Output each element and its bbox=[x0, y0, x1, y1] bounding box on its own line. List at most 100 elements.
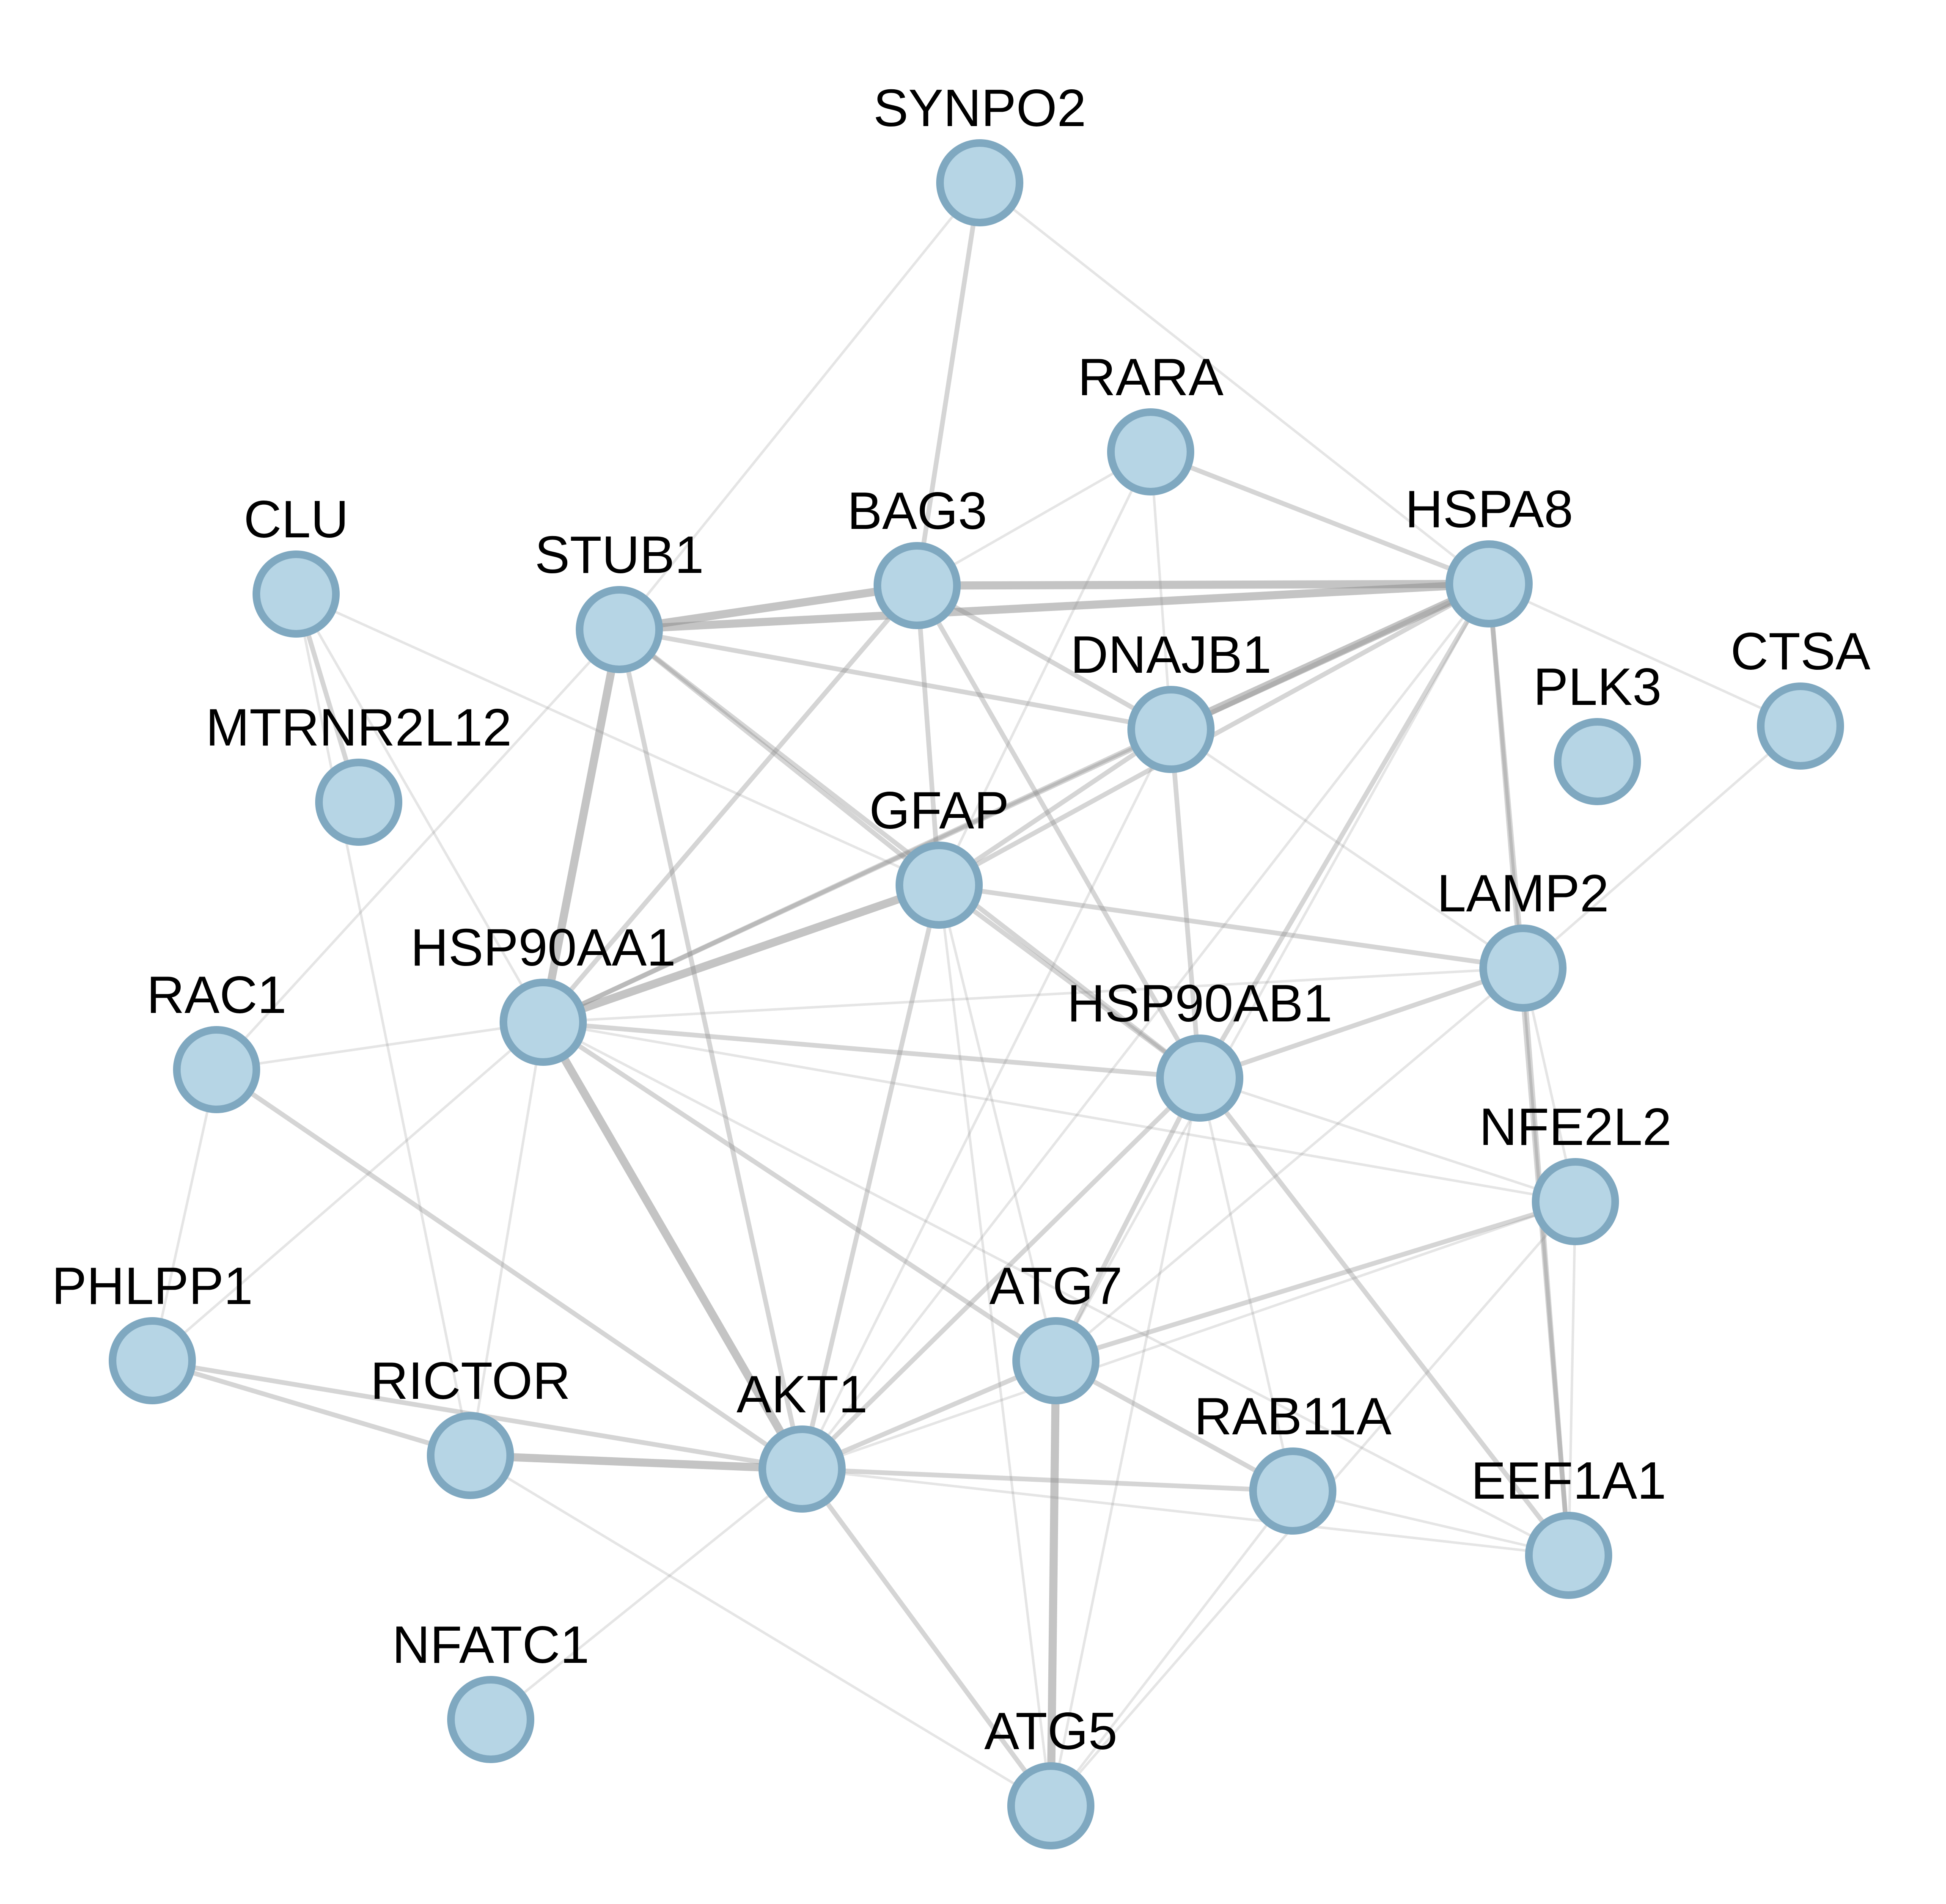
label-PLK3: PLK3 bbox=[1533, 658, 1661, 716]
label-HSPA8: HSPA8 bbox=[1405, 480, 1573, 539]
edge-BAG3-HSPA8 bbox=[913, 580, 1493, 590]
label-MTRNR2L12: MTRNR2L12 bbox=[206, 699, 512, 757]
label-RAC1: RAC1 bbox=[147, 966, 287, 1024]
edge-HSPA8-HSP90AA1 bbox=[541, 581, 1492, 1025]
edge-CLU-RICTOR bbox=[295, 593, 472, 1457]
edge-HSP90AA1-ATG7 bbox=[541, 1020, 1058, 1363]
edge-DNAJB1-AKT1 bbox=[801, 728, 1172, 1470]
edge-GFAP-ATG5 bbox=[938, 884, 1052, 1807]
edge-RARA-GFAP bbox=[938, 451, 1152, 886]
edge-NFE2L2-EEF1A1 bbox=[1567, 1200, 1577, 1557]
edge-ATG7-RAB11A bbox=[1053, 1358, 1295, 1494]
label-LAMP2: LAMP2 bbox=[1437, 864, 1609, 923]
node-HSPA8[interactable] bbox=[1446, 540, 1533, 627]
node-ATG5[interactable] bbox=[1007, 1762, 1094, 1849]
edge-HSPA8-ATG7 bbox=[1055, 583, 1490, 1362]
label-PHLPP1: PHLPP1 bbox=[52, 1257, 253, 1315]
edge-GFAP-ATG7 bbox=[938, 884, 1057, 1362]
edge-SYNPO2-BAG3 bbox=[915, 180, 982, 588]
node-LAMP2[interactable] bbox=[1479, 924, 1567, 1012]
edge-HSP90AA1-NFE2L2 bbox=[542, 1021, 1577, 1203]
edge-RARA-HSPA8 bbox=[1148, 449, 1492, 586]
edge-PHLPP1-RICTOR bbox=[150, 1358, 473, 1458]
node-CLU[interactable] bbox=[253, 550, 340, 638]
edge-HSPA8-LAMP2 bbox=[1487, 581, 1525, 971]
edge-RAB11A-ATG5 bbox=[1050, 1490, 1294, 1807]
node-NFATC1[interactable] bbox=[447, 1676, 534, 1763]
edge-SYNPO2-HSPA8 bbox=[978, 182, 1490, 585]
edge-AKT1-EEF1A1 bbox=[801, 1468, 1570, 1557]
label-ATG7: ATG7 bbox=[989, 1257, 1123, 1315]
edge-HSP90AB1-ATG7 bbox=[1053, 1076, 1202, 1363]
edge-STUB1-HSPA8 bbox=[615, 580, 1493, 634]
edge-DNAJB1-LAMP2 bbox=[1170, 728, 1524, 969]
edge-GFAP-LAMP2 bbox=[937, 883, 1525, 971]
edge-LAMP2-ATG7 bbox=[1055, 967, 1524, 1362]
label-RICTOR: RICTOR bbox=[370, 1352, 570, 1410]
edge-NFE2L2-AKT1 bbox=[801, 1200, 1577, 1470]
label-NFE2L2: NFE2L2 bbox=[1479, 1098, 1672, 1156]
node-PHLPP1[interactable] bbox=[109, 1317, 196, 1404]
node-AKT1[interactable] bbox=[759, 1425, 846, 1513]
node-NFE2L2[interactable] bbox=[1532, 1158, 1619, 1245]
label-ATG5: ATG5 bbox=[984, 1702, 1118, 1761]
node-HSP90AB1[interactable] bbox=[1156, 1035, 1243, 1122]
edge-STUB1-HSP90AA1 bbox=[539, 625, 624, 1026]
edge-HSP90AB1-EEF1A1 bbox=[1197, 1076, 1571, 1558]
edge-STUB1-DNAJB1 bbox=[617, 627, 1174, 732]
edge-HSP90AB1-ATG5 bbox=[1050, 1077, 1201, 1807]
node-MTRNR2L12[interactable] bbox=[315, 759, 402, 846]
edge-DNAJB1-GFAP bbox=[937, 727, 1174, 888]
edge-RAB11A-EEF1A1 bbox=[1292, 1490, 1570, 1557]
label-HSP90AB1: HSP90AB1 bbox=[1067, 974, 1332, 1033]
node-EEF1A1[interactable] bbox=[1525, 1512, 1612, 1599]
edge-HSP90AB1-NFE2L2 bbox=[1198, 1077, 1577, 1203]
label-HSP90AA1: HSP90AA1 bbox=[410, 919, 676, 977]
edge-HSPA8-EEF1A1 bbox=[1487, 581, 1571, 1558]
label-SYNPO2: SYNPO2 bbox=[873, 79, 1086, 138]
node-RAB11A[interactable] bbox=[1249, 1447, 1336, 1535]
edge-STUB1-BAG3 bbox=[615, 581, 921, 634]
label-RARA: RARA bbox=[1078, 348, 1224, 407]
node-RARA[interactable] bbox=[1107, 408, 1194, 495]
edge-HSP90AA1-PHLPP1 bbox=[151, 1021, 544, 1362]
label-AKT1: AKT1 bbox=[737, 1365, 868, 1424]
label-RAB11A: RAB11A bbox=[1194, 1387, 1392, 1446]
label-CLU: CLU bbox=[244, 490, 349, 549]
node-ATG7[interactable] bbox=[1012, 1317, 1099, 1404]
label-NFATC1: NFATC1 bbox=[392, 1616, 589, 1674]
edge-AKT1-ATG7 bbox=[800, 1358, 1058, 1472]
edges-layer bbox=[150, 180, 1802, 1810]
label-EEF1A1: EEF1A1 bbox=[1471, 1452, 1666, 1510]
edge-BAG3-HSP90AB1 bbox=[915, 583, 1202, 1081]
node-HSP90AA1[interactable] bbox=[500, 979, 587, 1066]
edge-HSP90AB1-AKT1 bbox=[800, 1076, 1202, 1472]
node-RAC1[interactable] bbox=[173, 1026, 260, 1113]
edge-CLU-HSP90AA1 bbox=[295, 593, 544, 1024]
edge-HSP90AA1-EEF1A1 bbox=[542, 1021, 1570, 1557]
node-DNAJB1[interactable] bbox=[1127, 686, 1215, 773]
node-STUB1[interactable] bbox=[576, 586, 663, 673]
edge-HSPA8-DNAJB1 bbox=[1167, 580, 1493, 734]
node-CTSA[interactable] bbox=[1757, 682, 1844, 770]
edge-HSP90AA1-RAC1 bbox=[215, 1021, 544, 1071]
edge-HSPA8-HSP90AB1 bbox=[1197, 581, 1492, 1081]
edge-BAG3-GFAP bbox=[915, 583, 942, 888]
edge-DNAJB1-HSP90AB1 bbox=[1168, 727, 1202, 1081]
node-SYNPO2[interactable] bbox=[936, 139, 1023, 226]
edge-AKT1-ATG5 bbox=[800, 1467, 1053, 1808]
node-BAG3[interactable] bbox=[874, 542, 961, 629]
edge-RAC1-PHLPP1 bbox=[151, 1068, 218, 1362]
node-GFAP[interactable] bbox=[896, 842, 983, 929]
edge-STUB1-AKT1 bbox=[617, 627, 805, 1472]
node-PLK3[interactable] bbox=[1554, 718, 1641, 805]
edge-BAG3-HSP90AA1 bbox=[541, 583, 920, 1025]
edge-HSPA8-CTSA bbox=[1488, 583, 1802, 727]
edge-HSP90AA1-RICTOR bbox=[469, 1021, 544, 1457]
node-RICTOR[interactable] bbox=[427, 1412, 514, 1499]
edge-RARA-BAG3 bbox=[916, 451, 1152, 587]
edge-AKT1-NFATC1 bbox=[489, 1468, 803, 1721]
edge-LAMP2-HSP90AA1 bbox=[542, 967, 1524, 1024]
